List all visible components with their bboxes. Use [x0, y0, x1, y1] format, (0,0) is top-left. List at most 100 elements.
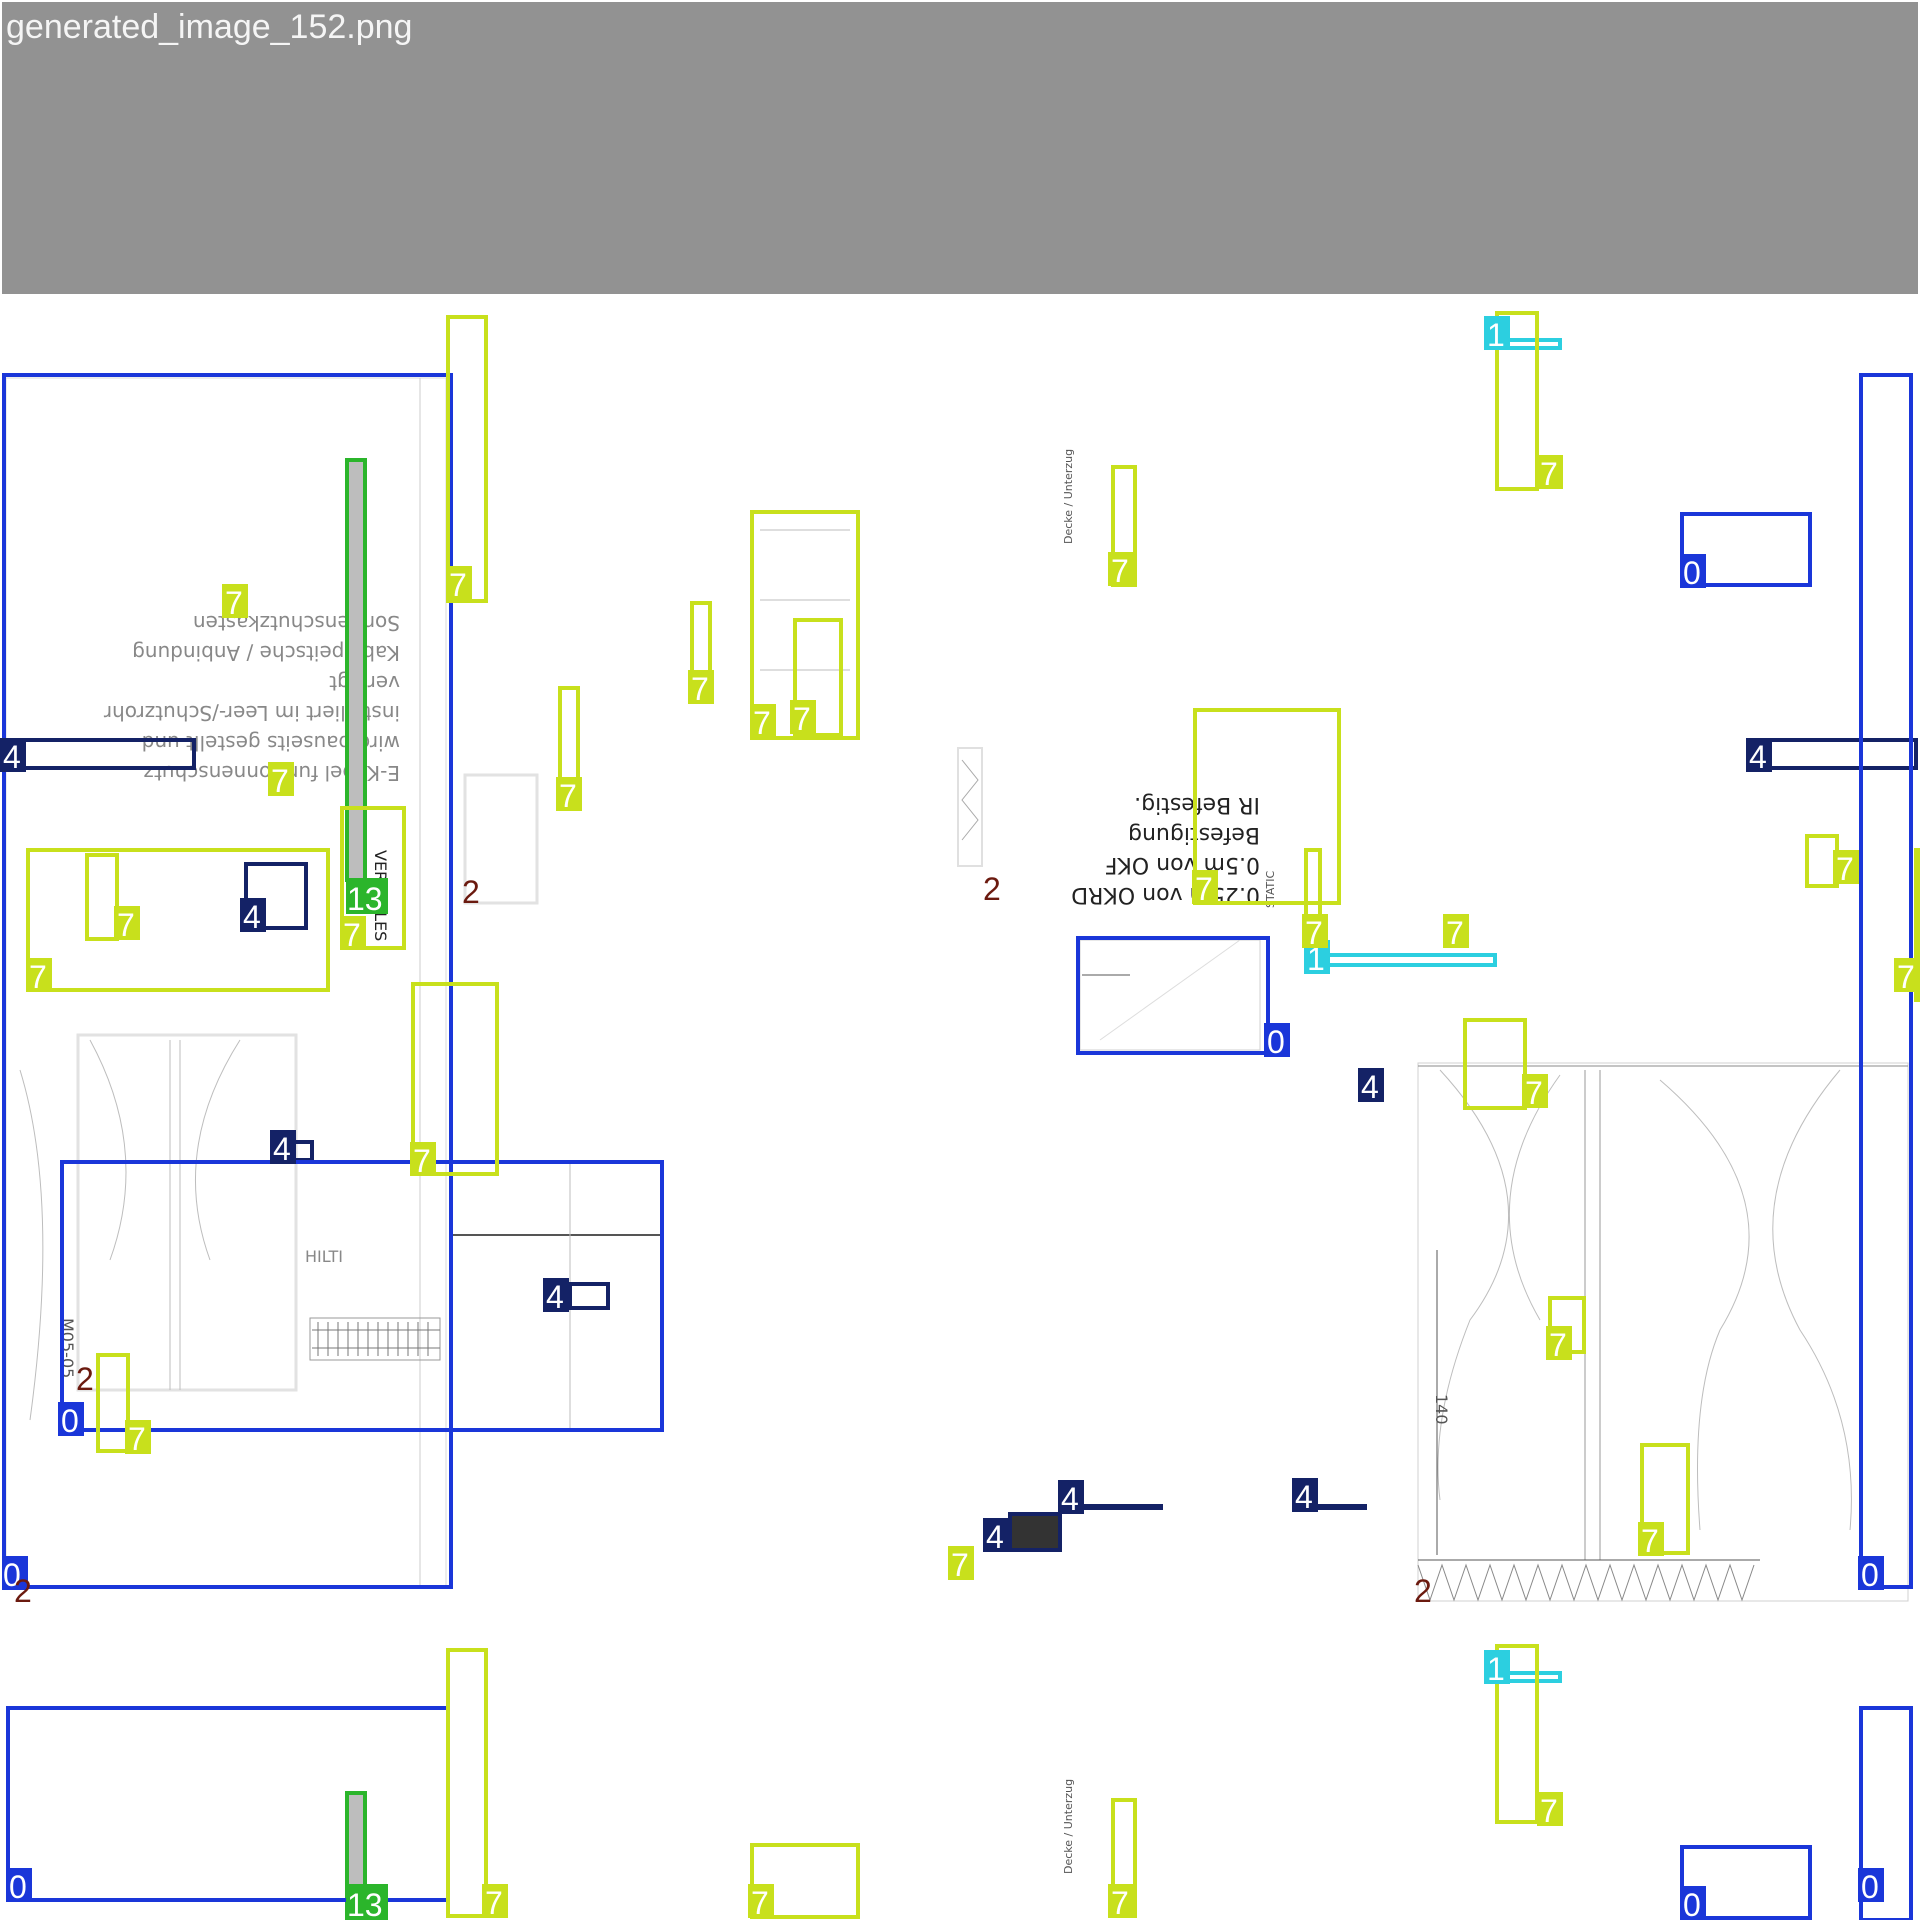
tag-7: 7 — [1549, 1327, 1567, 1363]
tag-4: 4 — [1749, 739, 1767, 775]
tag-7: 7 — [1446, 915, 1464, 951]
tag-7: 7 — [1111, 553, 1129, 589]
tag-7: 7 — [691, 671, 709, 707]
lime-box-a — [446, 315, 488, 603]
tag-0: 0 — [1267, 1024, 1285, 1060]
lime-box-k — [1914, 848, 1920, 1002]
tag-4: 4 — [3, 739, 21, 775]
lime-box-u — [750, 1843, 860, 1919]
tag-2: 2 — [983, 871, 1001, 907]
tag-7: 7 — [1897, 959, 1915, 995]
lime-box-g — [1495, 311, 1539, 491]
lime-box-p — [96, 1353, 130, 1453]
blue-box-screw-detail — [60, 1160, 664, 1432]
decke-label-top: Decke / Unterzug — [1062, 449, 1075, 544]
tag-13: 13 — [347, 1887, 383, 1920]
detection-boxes — [2, 311, 1920, 1920]
tag-7: 7 — [271, 763, 289, 799]
green-bar-top — [345, 458, 367, 882]
tag-7: 7 — [449, 567, 467, 603]
blue-box-left-panel — [2, 373, 453, 1589]
blue-box-right-edge-bottom — [1859, 1706, 1913, 1920]
screw-detail — [312, 1322, 440, 1356]
tag-4: 4 — [1295, 1479, 1313, 1515]
tag-4: 4 — [1061, 1481, 1079, 1517]
lime-box-n — [340, 806, 406, 950]
tag-4: 4 — [273, 1131, 291, 1167]
okrd-note-line-4: IR Befestig. — [1134, 792, 1260, 817]
tag-4: 4 — [986, 1519, 1004, 1555]
tag-1: 1 — [1487, 1651, 1505, 1687]
hilti-label: HILTI — [305, 1247, 343, 1266]
cyan-bar-mid — [1305, 953, 1497, 967]
tag-4: 4 — [546, 1279, 564, 1315]
lime-box-b — [750, 510, 860, 740]
tag-1: 1 — [1487, 317, 1505, 353]
lime-box-c — [793, 618, 843, 737]
tag-7: 7 — [485, 1885, 503, 1920]
navy-box-small-c — [568, 1282, 610, 1310]
tag-0: 0 — [9, 1869, 27, 1905]
tag-7: 7 — [1540, 456, 1558, 492]
lime-box-h — [1193, 708, 1341, 905]
tag-13: 13 — [347, 881, 383, 917]
tag-7: 7 — [413, 1143, 431, 1179]
decke-label-bottom: Decke / Unterzug — [1062, 1779, 1075, 1874]
okrd-note-line-2: 0.5m von OKF — [1105, 852, 1260, 877]
tag-7: 7 — [1195, 871, 1213, 907]
tag-7: 7 — [225, 585, 243, 621]
tag-7: 7 — [751, 1885, 769, 1920]
tag-0: 0 — [1861, 1557, 1879, 1593]
tag-1: 1 — [1307, 941, 1325, 977]
tag-7: 7 — [793, 701, 811, 737]
tag-7: 7 — [343, 917, 361, 953]
navy-box-small-d — [1008, 1512, 1062, 1552]
tag-7: 7 — [117, 907, 135, 943]
navy-box-small-a — [244, 862, 308, 930]
tag-2: 2 — [14, 1573, 32, 1609]
tag-0: 0 — [1683, 1887, 1701, 1920]
tag-0: 0 — [61, 1403, 79, 1439]
lime-box-d — [690, 601, 712, 675]
file-title-bar: generated_image_152.png — [2, 2, 1918, 294]
highlight-bars — [20, 338, 1918, 1920]
lime-box-s — [1640, 1443, 1690, 1555]
blue-box-bottom-right — [1680, 1845, 1812, 1920]
tag-7: 7 — [1525, 1075, 1543, 1111]
tag-0: 0 — [3, 1557, 21, 1593]
lime-box-o — [411, 982, 499, 1176]
tag-7: 7 — [1836, 851, 1854, 887]
file-title: generated_image_152.png — [6, 8, 413, 46]
lime-box-j — [1805, 834, 1839, 888]
tag-7: 7 — [1641, 1523, 1659, 1559]
tag-4: 4 — [1361, 1069, 1379, 1105]
tag-0: 0 — [1683, 555, 1701, 591]
tag-7: 7 — [951, 1547, 969, 1583]
dimension-140: 140 — [1432, 1394, 1451, 1425]
tag-7: 7 — [1111, 1885, 1129, 1920]
static-label: STATIC — [1264, 871, 1277, 908]
tag-2: 2 — [1414, 1573, 1432, 1609]
tag-4: 4 — [243, 899, 261, 935]
label-tags: 0 0 0 0 0 0 0 0 1 1 1 2 2 2 2 2 4 4 4 4 … — [0, 316, 1920, 1920]
blue-box-left-bottom — [6, 1706, 450, 1902]
tag-7: 7 — [1305, 915, 1323, 951]
tag-2: 2 — [462, 874, 480, 910]
lime-box-t — [446, 1648, 488, 1918]
tag-7: 7 — [128, 1421, 146, 1457]
cyan-bar-bottom — [1502, 1671, 1562, 1683]
tag-7: 7 — [29, 959, 47, 995]
blue-box-top-right — [1680, 512, 1812, 587]
tag-7: 7 — [753, 705, 771, 741]
tag-0: 0 — [1861, 1869, 1879, 1905]
lime-box-q — [1463, 1018, 1527, 1110]
lime-box-m — [85, 853, 119, 941]
lime-box-w — [1495, 1644, 1539, 1824]
tag-7: 7 — [1540, 1793, 1558, 1829]
cyan-bar-top — [1502, 338, 1562, 350]
blue-box-mid-detail — [1076, 936, 1270, 1055]
tag-7: 7 — [559, 778, 577, 814]
lime-box-l — [26, 848, 330, 992]
navy-bar-right — [1762, 738, 1918, 770]
